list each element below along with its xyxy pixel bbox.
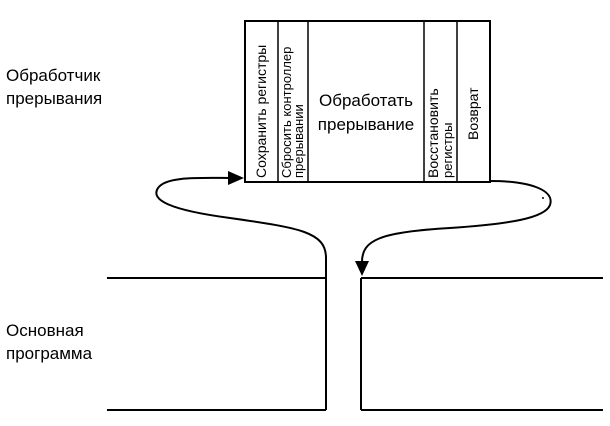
step-process-text-1: Обработать bbox=[319, 91, 413, 110]
scan-speck bbox=[542, 197, 544, 199]
step-reset-text-2: прерывании bbox=[291, 104, 306, 178]
step-reset-text-1: Сбросить контроллер bbox=[279, 47, 294, 178]
main-label-line2: программа bbox=[6, 344, 93, 363]
handler-label-line1: Обработчик bbox=[6, 66, 101, 85]
flow-return-arrowhead bbox=[355, 261, 369, 276]
step-return-text: Возврат bbox=[465, 87, 481, 140]
flow-return-curve bbox=[361, 180, 552, 263]
handler-block: Сохранить регистры Сбросить контроллер п… bbox=[244, 20, 491, 183]
step-save-text: Сохранить регистры bbox=[253, 45, 269, 178]
handler-label-line2: прерывания bbox=[6, 89, 103, 108]
step-restore-text-1: Восстановить bbox=[425, 88, 441, 178]
flow-to-handler-curve bbox=[155, 176, 327, 278]
step-process-text-2: прерывание bbox=[318, 115, 414, 134]
flow-to-handler-arrowhead bbox=[228, 171, 244, 185]
main-label-line1: Основная bbox=[6, 321, 84, 340]
main-program-lines bbox=[107, 277, 603, 411]
step-restore-text-2: регистры bbox=[440, 123, 455, 179]
handler-block-border bbox=[244, 20, 491, 183]
